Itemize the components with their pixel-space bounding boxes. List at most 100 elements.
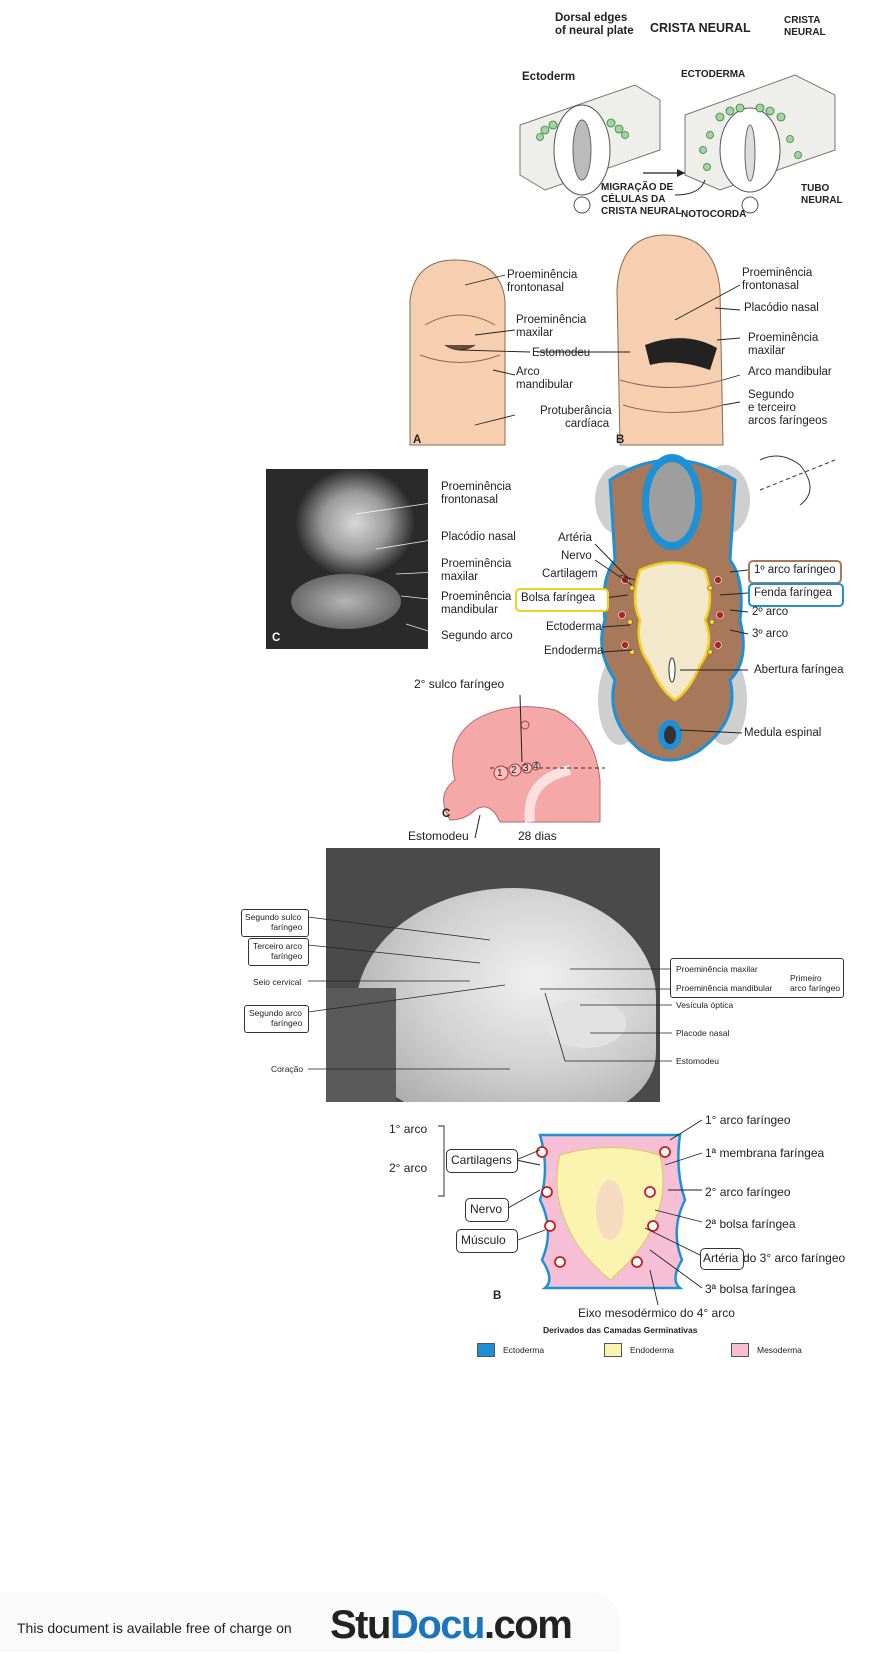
- label-b-prom-max-2: maxilar: [748, 345, 785, 358]
- label-c-segundo-arco: Segundo arco: [441, 630, 513, 643]
- label-tubo-2: NEURAL: [801, 194, 843, 207]
- label-28-dias: 28 dias: [518, 830, 557, 843]
- brand-com: .com: [484, 1603, 571, 1647]
- legend-swatch-ectoderma: [477, 1343, 495, 1357]
- label-r3: 2° arco faríngeo: [705, 1186, 791, 1199]
- label-arteria: Artéria: [558, 532, 592, 545]
- label-ectoderma: ECTODERMA: [681, 68, 745, 81]
- label-segundo-sulco-1: Segundo sulco: [245, 912, 301, 922]
- label-r4: 2ª bolsa faríngea: [705, 1218, 796, 1231]
- label-bolsa: Bolsa faríngea: [521, 592, 595, 605]
- label-eixo: Eixo mesodérmico do 4° arco: [578, 1307, 735, 1320]
- label-coracao: Coração: [271, 1064, 303, 1074]
- label-b-segundo-1: Segundo: [748, 389, 794, 402]
- label-c-prom-fronto-1: Proeminência: [441, 481, 511, 494]
- label-ectoderm: Ectoderm: [522, 71, 575, 84]
- letter-a: A: [413, 434, 421, 447]
- label-a-prom-max-1: Proeminência: [516, 314, 586, 327]
- label-derivados: Derivados das Camadas Germinativas: [543, 1324, 698, 1337]
- label-dorsal-edges: Dorsal edges: [555, 12, 627, 25]
- label-b-prom-fronto-2: frontonasal: [742, 280, 799, 293]
- label-crista-right-2: NEURAL: [784, 26, 826, 39]
- label-b-arco-mand: Arco mandibular: [748, 366, 832, 379]
- label-b-prom-fronto-1: Proeminência: [742, 267, 812, 280]
- label-a-estomodeu: Estomodeu: [532, 347, 590, 360]
- label-a-protuberancia-1: Protuberância: [540, 405, 612, 418]
- label-estomodeu-photo: Estomodeu: [676, 1056, 719, 1066]
- legend-label-endoderma: Endoderma: [630, 1345, 674, 1355]
- label-prom-mand: Proeminência mandibular: [676, 983, 772, 993]
- label-segundo-sulco-2: faríngeo: [271, 922, 302, 932]
- label-c-placodio: Placódio nasal: [441, 531, 516, 544]
- label-primeiro-1: Primeiro: [790, 973, 822, 983]
- label-cartilagem: Cartilagem: [542, 568, 598, 581]
- label-b-segundo-3: arcos faríngeos: [748, 415, 827, 428]
- legend-label-ectoderma: Ectoderma: [503, 1345, 544, 1355]
- label-segundo-arco: 2º arco: [752, 606, 788, 619]
- label-a-prom-max-2: maxilar: [516, 327, 553, 340]
- arch-num-2: 2: [511, 764, 517, 777]
- label-a-prom-fronto-1: Proeminência: [507, 269, 577, 282]
- label-prom-max: Proeminência maxilar: [676, 964, 758, 974]
- legend-label-mesoderma: Mesoderma: [757, 1345, 802, 1355]
- brand-stu: Stu: [330, 1603, 390, 1647]
- label-r5-box: Artéria: [703, 1252, 738, 1265]
- label-vesicula: Vesícula óptica: [676, 1000, 733, 1010]
- label-seio: Seio cervical: [253, 977, 301, 987]
- photo-c-leaders: [266, 469, 446, 649]
- label-sulco: 2° sulco faríngeo: [414, 678, 504, 691]
- label-a-arco-2: mandibular: [516, 379, 573, 392]
- letter-b: B: [616, 434, 624, 447]
- label-placode: Placode nasal: [676, 1028, 729, 1038]
- label-estomodeu-28: Estomodeu: [408, 830, 469, 843]
- embryo-28-days-drawing: [430, 700, 605, 825]
- label-b-placodio: Placódio nasal: [744, 302, 819, 315]
- label-primeiro-arco: 1º arco faríngeo: [754, 564, 836, 577]
- label-terceiro-arco-2: faríngeo: [271, 951, 302, 961]
- label-crista-neural: CRISTA NEURAL: [650, 22, 751, 35]
- label-r1: 1° arco faríngeo: [705, 1114, 791, 1127]
- label-medula: Medula espinal: [744, 727, 821, 740]
- label-nervo-b: Nervo: [470, 1203, 502, 1216]
- label-c-prom-fronto-2: frontonasal: [441, 494, 498, 507]
- label-migracao-3: CRISTA NEURAL: [601, 205, 682, 218]
- label-b-prom-max-1: Proeminência: [748, 332, 818, 345]
- arch-num-1: 1: [497, 767, 503, 780]
- label-a-prom-fronto-2: frontonasal: [507, 282, 564, 295]
- label-c-prom-max-2: maxilar: [441, 571, 478, 584]
- label-c-prom-mand-2: mandibular: [441, 604, 498, 617]
- footer-available-text: This document is available free of charg…: [17, 1620, 292, 1636]
- label-arco-1: 1° arco: [389, 1123, 427, 1136]
- legend-swatch-mesoderma: [731, 1343, 749, 1357]
- label-a-arco-1: Arco: [516, 366, 540, 379]
- arch-num-4: 4: [533, 760, 539, 773]
- label-r6: 3ª bolsa faríngea: [705, 1283, 796, 1296]
- label-of-neural-plate: of neural plate: [555, 25, 634, 38]
- arch-num-3: 3: [523, 762, 529, 775]
- label-notocorda: NOTOCORDA: [681, 208, 746, 221]
- brand-docu: Docu: [390, 1603, 484, 1647]
- label-a-protuberancia-2: cardíaca: [565, 418, 609, 431]
- label-r2: 1ª membrana faríngea: [705, 1147, 824, 1160]
- label-arco-2: 2° arco: [389, 1162, 427, 1175]
- legend-swatch-endoderma: [604, 1343, 622, 1357]
- letter-c-28: C: [442, 808, 450, 821]
- label-b-segundo-2: e terceiro: [748, 402, 796, 415]
- label-terceiro-arco-1: Terceiro arco: [253, 941, 302, 951]
- label-r5-rest: do 3° arco faríngeo: [743, 1252, 845, 1265]
- label-fenda: Fenda faríngea: [754, 587, 832, 600]
- label-c-prom-mand-1: Proeminência: [441, 591, 511, 604]
- label-segundo-arco-1: Segundo arco: [249, 1008, 302, 1018]
- studocu-logo-link[interactable]: StuDocu.com: [330, 1603, 571, 1648]
- label-endoderma: Endoderma: [544, 645, 603, 658]
- label-abertura: Abertura faríngea: [754, 664, 844, 677]
- label-terceiro-arco: 3º arco: [752, 628, 788, 641]
- label-primeiro-2: arco faríngeo: [790, 983, 840, 993]
- label-musculo: Músculo: [461, 1234, 506, 1247]
- label-ectoderma: Ectoderma: [546, 621, 602, 634]
- label-cartilagens: Cartilagens: [451, 1154, 512, 1167]
- label-c-prom-max-1: Proeminência: [441, 558, 511, 571]
- label-nervo: Nervo: [561, 550, 592, 563]
- letter-c-photo: C: [272, 632, 280, 645]
- letter-b-section: B: [493, 1290, 501, 1303]
